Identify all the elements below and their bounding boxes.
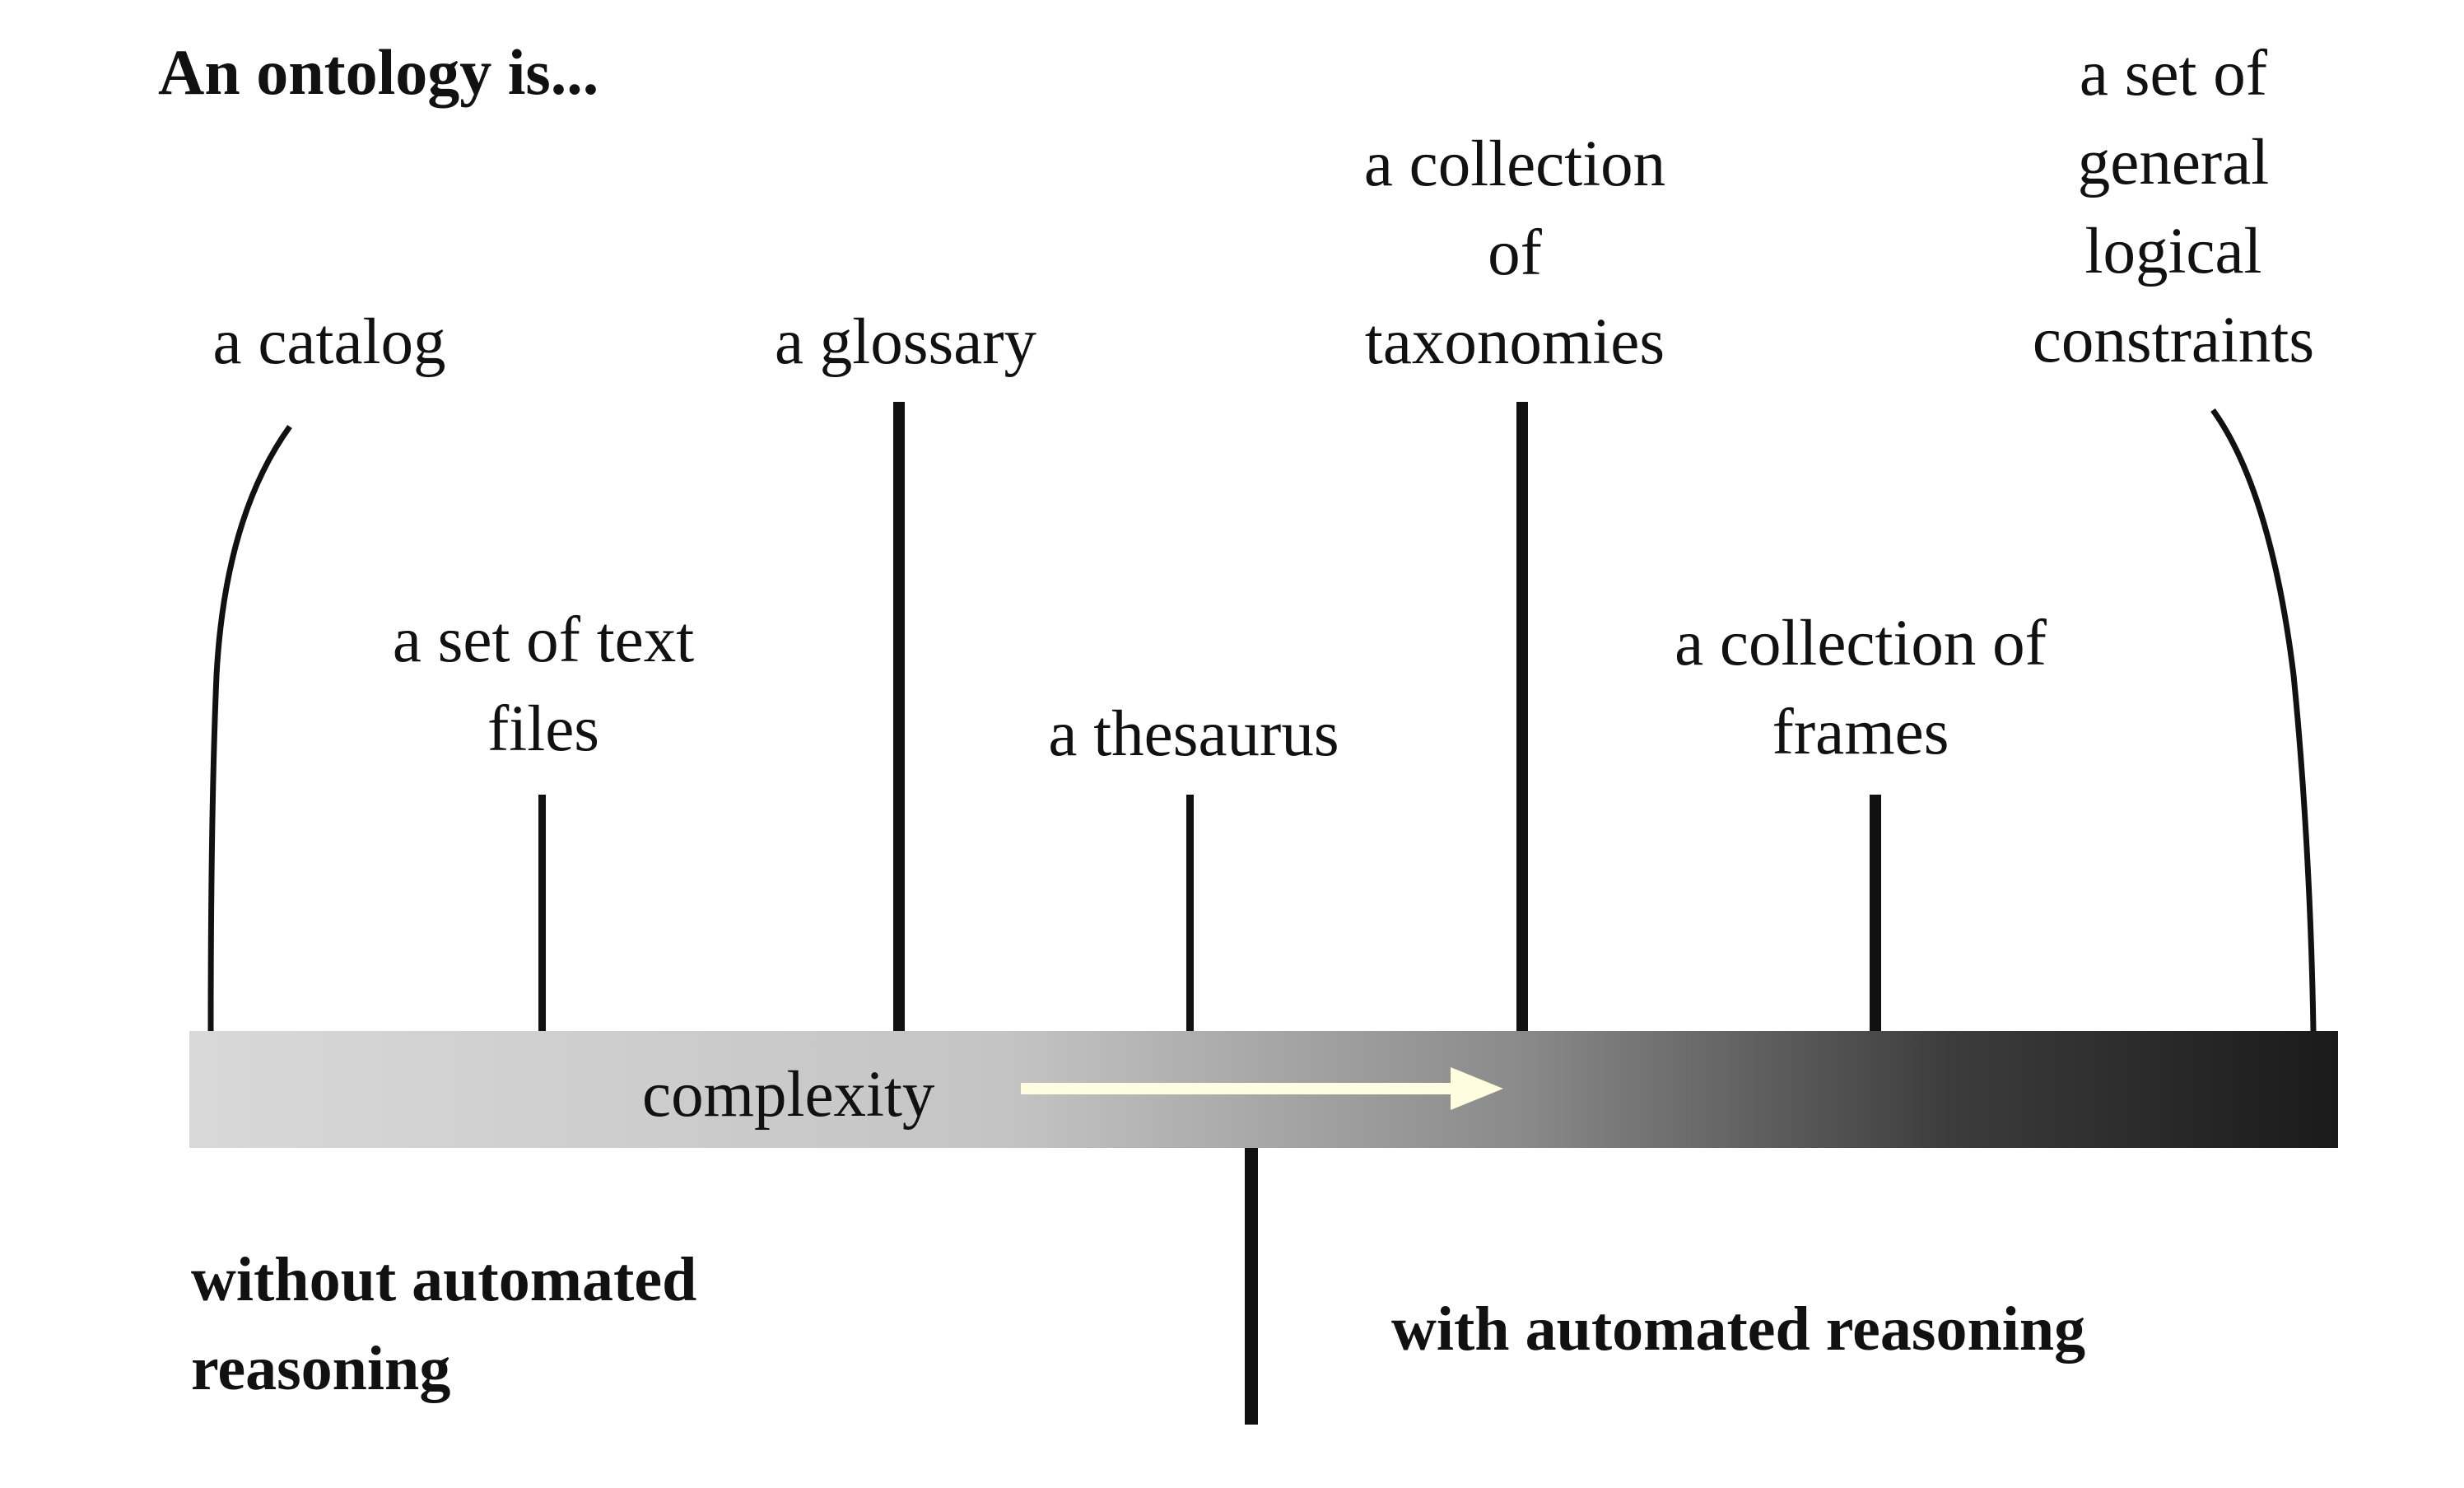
thesaurus-tick bbox=[1186, 795, 1194, 1031]
reasoning-divider bbox=[1245, 1148, 1258, 1425]
without-reasoning-label: without automated reasoning bbox=[191, 1245, 697, 1403]
catalog-bracket bbox=[207, 424, 292, 1032]
glossary-tick bbox=[893, 402, 905, 1031]
diagram-title: An ontology is... bbox=[158, 36, 599, 108]
frames-label: a collection of frames bbox=[1674, 608, 2047, 768]
frames-tick bbox=[1870, 795, 1881, 1031]
complexity-label: complexity bbox=[642, 1059, 935, 1131]
textfiles-label: a set of text files bbox=[392, 604, 695, 765]
taxonomies-label: a collection of taxonomies bbox=[1363, 128, 1666, 378]
constraints-label: a set of general logical constraints bbox=[2032, 38, 2315, 376]
thesaurus-label: a thesaurus bbox=[1048, 698, 1339, 770]
complexity-arrow-icon bbox=[1021, 1067, 1503, 1110]
catalog-label: a catalog bbox=[212, 306, 446, 378]
textfiles-tick bbox=[538, 795, 546, 1031]
glossary-label: a glossary bbox=[774, 306, 1037, 378]
taxonomies-tick bbox=[1516, 402, 1528, 1031]
constraints-bracket bbox=[2210, 408, 2317, 1032]
with-reasoning-label: with automated reasoning bbox=[1391, 1294, 2086, 1364]
